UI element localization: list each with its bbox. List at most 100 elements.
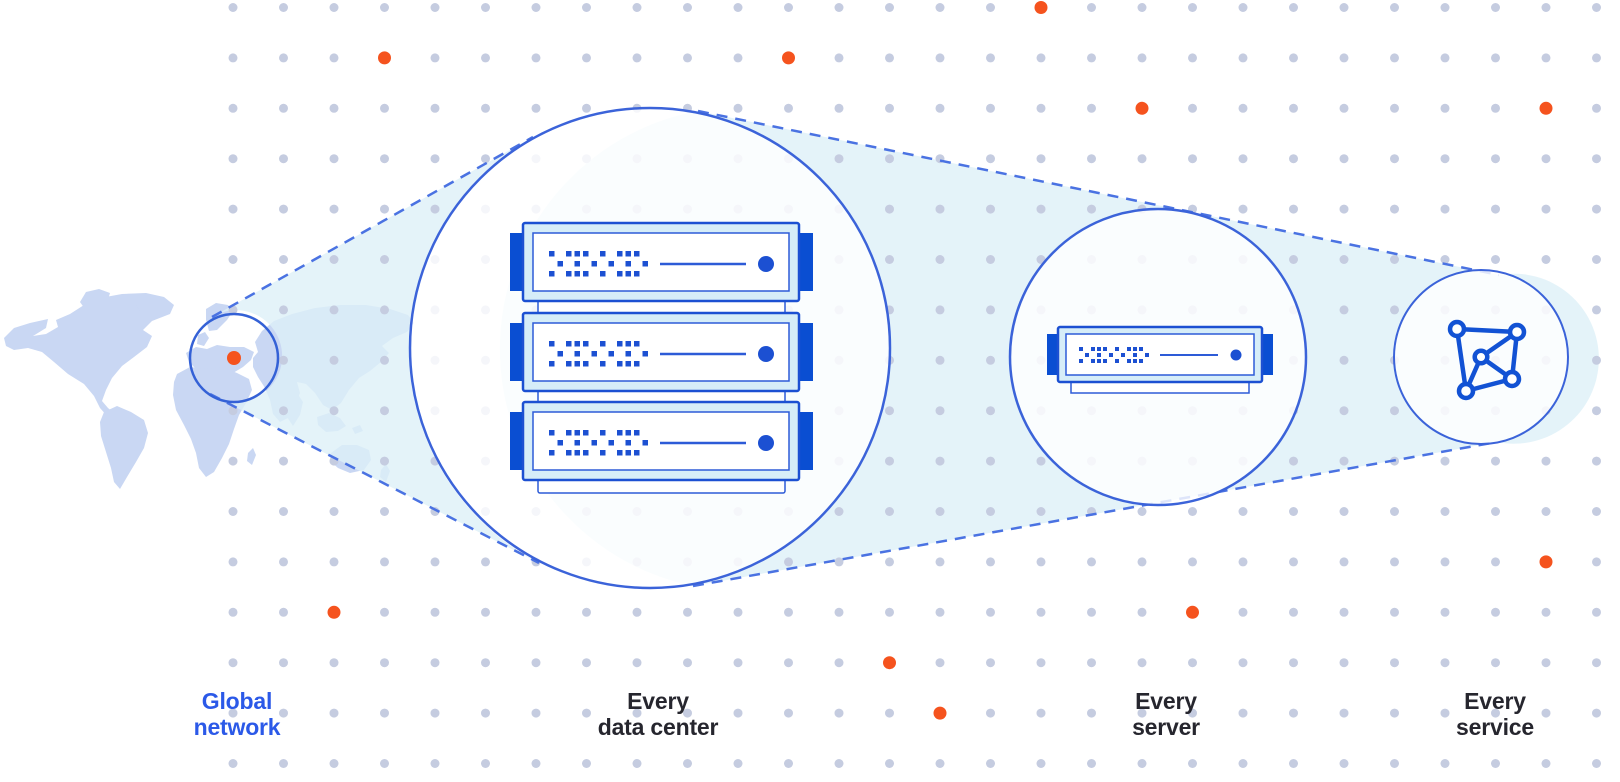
grid-dot (1592, 456, 1601, 466)
grid-dot (228, 607, 238, 617)
led-pixel (625, 450, 631, 456)
grid-dot (1238, 607, 1248, 617)
grid-dot (935, 103, 945, 113)
led-pixel (625, 361, 631, 367)
led-pixel (574, 351, 580, 357)
led-pixel (1079, 359, 1083, 363)
led-pixel (1133, 347, 1137, 351)
grid-dot (380, 103, 389, 113)
led-pixel (574, 251, 580, 257)
accent-dot (1186, 605, 1199, 619)
grid-dot (329, 406, 339, 416)
led-pixel (1127, 347, 1131, 351)
grid-dot (986, 708, 995, 718)
grid-dot (935, 3, 945, 12)
grid-dot (582, 53, 591, 63)
grid-dot (834, 103, 844, 113)
grid-dot (1087, 3, 1096, 12)
grid-dot (986, 103, 995, 113)
grid-dot (733, 607, 743, 617)
grid-dot (935, 507, 945, 516)
led-pixel (566, 430, 572, 436)
grid-dot (329, 255, 339, 264)
grid-dot (329, 103, 339, 113)
grid-dot (1491, 53, 1500, 63)
led-pixel (1133, 359, 1137, 363)
grid-dot (733, 759, 743, 768)
grid-dot (1339, 154, 1349, 164)
grid-dot (1390, 154, 1399, 164)
grid-dot (1339, 658, 1349, 668)
grid-dot (1188, 658, 1197, 668)
grid-dot (380, 507, 389, 516)
grid-dot (279, 355, 288, 365)
led-pixel (566, 361, 572, 367)
grid-dot (531, 708, 541, 718)
grid-dot (885, 607, 894, 617)
grid-dot (1339, 406, 1349, 416)
led-pixel (634, 271, 640, 277)
grid-dot (986, 507, 995, 516)
led-pixel (1097, 347, 1101, 351)
grid-dot (935, 456, 945, 466)
grid-dot (228, 557, 238, 567)
label-line: network (193, 714, 281, 740)
led-pixel (583, 361, 589, 367)
led-pixel (1115, 359, 1119, 363)
grid-dot (228, 406, 238, 416)
grid-dot (1289, 204, 1298, 214)
grid-dot (481, 708, 490, 718)
grid-dot (1339, 204, 1349, 214)
led-pixel (617, 430, 623, 436)
led-pixel (625, 251, 631, 257)
grid-dot (986, 355, 995, 365)
grid-dot (1592, 557, 1601, 567)
led-pixel (566, 251, 572, 257)
grid-dot (1491, 154, 1500, 164)
grid-dot (1238, 204, 1248, 214)
led-pixel (617, 271, 623, 277)
grid-dot (481, 658, 490, 668)
single-server (1047, 325, 1273, 394)
grid-dot (279, 557, 288, 567)
grid-dot (380, 759, 389, 768)
grid-dot (1238, 658, 1248, 668)
grid-dot (1440, 3, 1450, 12)
grid-dot (380, 406, 389, 416)
grid-dot (1289, 103, 1298, 113)
grid-dot (1289, 3, 1298, 12)
grid-dot (531, 759, 541, 768)
grid-dot (1036, 103, 1046, 113)
grid-dot (1339, 255, 1349, 264)
led-pixel (574, 341, 580, 347)
led-pixel (1133, 353, 1137, 357)
server-rack (510, 221, 813, 494)
grid-dot (885, 3, 894, 12)
grid-dot (329, 557, 339, 567)
grid-dot (986, 759, 995, 768)
grid-dot (329, 658, 339, 668)
grid-dot (228, 53, 238, 63)
grid-dot (582, 708, 591, 718)
led-pixel (574, 450, 580, 456)
grid-dot (1440, 507, 1450, 516)
label-line: Every (1135, 688, 1197, 714)
label-line: Every (1464, 688, 1526, 714)
grid-dot (935, 255, 945, 264)
grid-dot (683, 3, 692, 12)
grid-dot (784, 103, 793, 113)
grid-dot (531, 3, 541, 12)
grid-dot (1238, 3, 1248, 12)
grid-dot (1137, 658, 1147, 668)
grid-dot (1137, 557, 1147, 567)
grid-dot (733, 103, 743, 113)
led-pixel (549, 341, 555, 347)
grid-dot (1491, 204, 1500, 214)
grid-dot (1592, 3, 1601, 12)
grid-dot (228, 204, 238, 214)
grid-dot (279, 507, 288, 516)
grid-dot (228, 154, 238, 164)
grid-dot (1390, 759, 1399, 768)
grid-dot (228, 658, 238, 668)
grid-dot (1188, 53, 1197, 63)
